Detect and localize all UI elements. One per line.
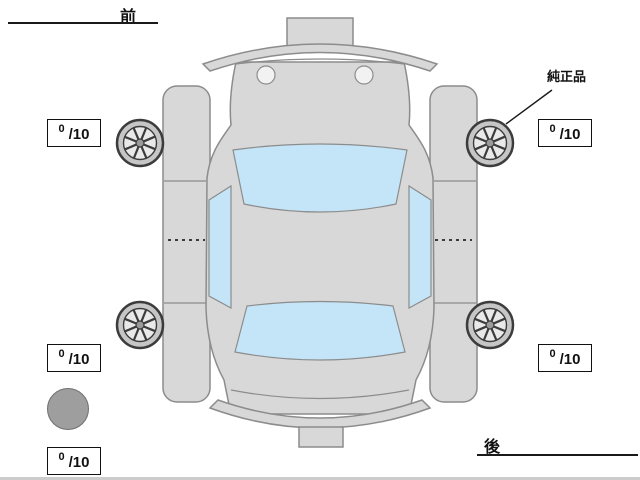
- right-window-shape: [408, 184, 432, 310]
- rear-plate-shape: [298, 426, 344, 448]
- tire-score-max: /10: [559, 350, 581, 368]
- left-side-panel: [162, 85, 211, 403]
- genuine-part-leader-line: [505, 89, 553, 125]
- spare-tire-icon: [47, 388, 89, 430]
- wheel-front-right-icon: [465, 118, 515, 168]
- cowl-circle-left: [256, 65, 276, 85]
- wheel-rear-right-icon: [465, 300, 515, 350]
- cowl-circle-right: [354, 65, 374, 85]
- tire-score-max: /10: [68, 125, 90, 143]
- windshield-shape: [232, 143, 408, 213]
- tire-score-value: 0: [549, 348, 556, 360]
- front-bumper-shape: [201, 43, 439, 72]
- tire-score-value: 0: [549, 123, 556, 135]
- front-plate-shape: [286, 17, 354, 49]
- left-window-shape: [208, 184, 232, 310]
- tire-score-box-spare: 0 /10: [47, 447, 101, 475]
- rear-label-underline: [477, 454, 638, 456]
- tire-score-box-rear-left: 0 /10: [47, 344, 101, 372]
- tire-score-value: 0: [58, 123, 65, 135]
- tire-score-max: /10: [68, 453, 90, 471]
- rear-window-shape: [234, 300, 406, 361]
- bottom-edge-divider: [0, 477, 640, 480]
- tire-score-box-rear-right: 0 /10: [538, 344, 592, 372]
- tire-score-box-front-left: 0 /10: [47, 119, 101, 147]
- tire-score-box-front-right: 0 /10: [538, 119, 592, 147]
- car-body-shape: [205, 61, 435, 415]
- tire-score-value: 0: [58, 451, 65, 463]
- genuine-part-label: 純正品: [547, 69, 587, 84]
- tire-score-max: /10: [68, 350, 90, 368]
- rear-label: 後: [484, 439, 501, 456]
- tire-score-max: /10: [559, 125, 581, 143]
- tire-score-value: 0: [58, 348, 65, 360]
- wheel-rear-left-icon: [115, 300, 165, 350]
- wheel-front-left-icon: [115, 118, 165, 168]
- front-label-underline: [8, 22, 158, 24]
- front-label: 前: [120, 9, 137, 26]
- rear-bumper-shape: [208, 399, 432, 429]
